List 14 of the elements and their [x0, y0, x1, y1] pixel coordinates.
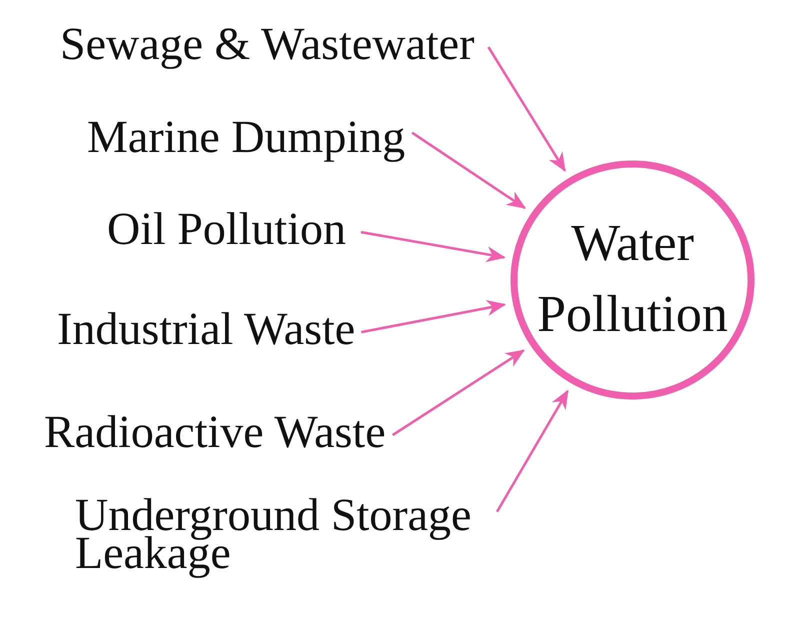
- source-label: Oil Pollution: [107, 203, 346, 256]
- source-label: Radioactive Waste: [44, 406, 386, 459]
- arrow: [360, 300, 506, 334]
- arrow: [392, 349, 525, 436]
- arrow: [411, 132, 526, 209]
- source-label: Industrial Waste: [57, 303, 356, 356]
- arrow: [487, 46, 566, 172]
- arrow: [360, 230, 506, 262]
- topic-label: Water Pollution: [536, 214, 729, 345]
- source-label: Marine Dumping: [87, 111, 406, 164]
- arrow: [496, 390, 569, 512]
- source-label: Underground Storage Leakage: [75, 488, 485, 580]
- topic-circle: [510, 160, 755, 400]
- source-label: Sewage & Wastewater: [60, 18, 474, 71]
